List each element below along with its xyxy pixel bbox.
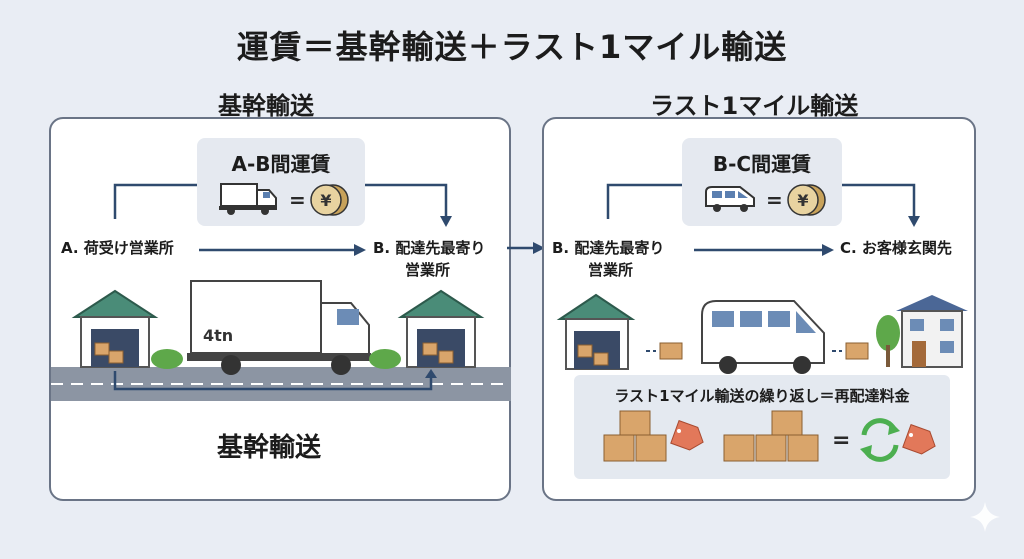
trunk-bottom-label: 基幹輸送 [217, 433, 322, 463]
coins-icon: ¥ [310, 184, 349, 216]
ab-rate-label: A-B間運賃 [231, 152, 331, 176]
sparkle-icon [970, 502, 1000, 532]
bc-yen-symbol: ¥ [797, 191, 808, 210]
left-heading: 基幹輸送 [218, 92, 314, 120]
recycle-icon [860, 418, 900, 462]
customer-door-label: C. お客様玄関先 [840, 239, 952, 257]
b-office-label-line2: 営業所 [588, 261, 634, 279]
package-arrow-2 [832, 342, 869, 360]
large-truck-icon: 4tn [187, 280, 371, 375]
redelivery-equals: = [832, 428, 850, 453]
price-tag-icon [670, 419, 704, 451]
truck-size-label: 4tn [203, 326, 233, 345]
truck-icon [219, 183, 277, 215]
redelivery-box: ラスト1マイル輸送の繰り返し＝再配達料金 = [574, 375, 950, 479]
ab-equals: = [289, 188, 306, 212]
trunk-transport-scene: 4tn [51, 280, 511, 401]
box-group-1-icon [603, 410, 667, 462]
box-group-2-icon [723, 410, 819, 462]
origin-office-label: A. 荷受け営業所 [61, 239, 174, 257]
a-to-b-arrow [199, 244, 366, 256]
house-icon [876, 295, 968, 368]
ab-rate-arrow [113, 183, 452, 227]
delivery-van-icon [701, 300, 825, 374]
redelivery-illustration: = [603, 410, 936, 462]
dest-office-label-line2: 営業所 [405, 261, 451, 279]
price-tag-icon [902, 423, 936, 455]
b-office-label-line1: B. 配達先最寄り [552, 239, 665, 257]
b-warehouse-icon [556, 293, 636, 370]
bc-rate-arrow [606, 183, 920, 227]
origin-warehouse-icon [71, 289, 183, 369]
package-arrow-1 [646, 342, 683, 360]
panel-link-arrow [507, 242, 545, 254]
bc-rate-box: B-C間運賃 = ¥ [682, 138, 842, 226]
redelivery-label: ラスト1マイル輸送の繰り返し＝再配達料金 [614, 387, 910, 405]
dest-warehouse-icon [369, 289, 485, 369]
page-title: 運賃＝基幹輸送＋ラスト1マイル輸送 [236, 28, 788, 66]
dest-office-label-line1: B. 配達先最寄り [373, 239, 486, 257]
ab-rate-box: A-B間運賃 = ¥ [197, 138, 365, 226]
bc-rate-label: B-C間運賃 [712, 152, 812, 176]
bc-equals: = [766, 188, 783, 212]
last-mile-scene [556, 293, 968, 374]
ab-yen-symbol: ¥ [320, 191, 331, 210]
trunk-transport-panel: A-B間運賃 = ¥ A. 荷受け営業所 B. 配達先最寄り 営業所 [49, 117, 511, 501]
van-icon [705, 186, 755, 212]
last-mile-panel: B-C間運賃 = ¥ B. 配達先最寄り 営業所 C. お客様玄関先 [542, 117, 976, 501]
coins-icon: ¥ [787, 184, 826, 216]
right-heading: ラスト1マイル輸送 [650, 92, 859, 120]
b-to-c-arrow [694, 244, 834, 256]
